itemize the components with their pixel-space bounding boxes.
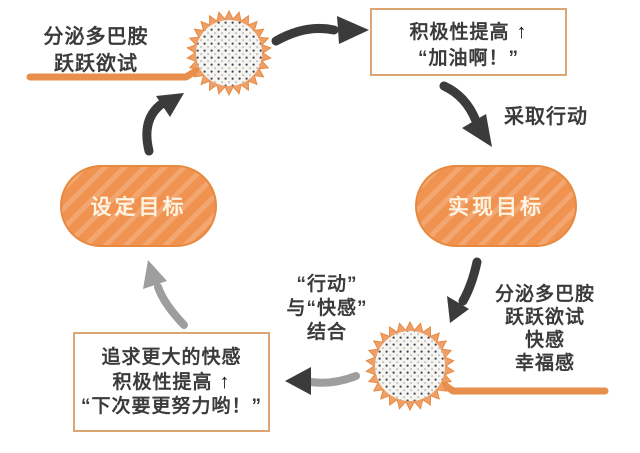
label-line: 分泌多巴胺 <box>494 284 595 305</box>
label-line: 跃跃欲试 <box>54 53 138 75</box>
box-line: 追求更大的快感 <box>101 347 242 368</box>
label-line: 与“快感” <box>286 298 368 319</box>
box-line: “下次要更努力哟！” <box>80 396 262 417</box>
node-label: 实现目标 <box>448 196 544 219</box>
arrow-burst-to-pursue-head <box>285 367 311 395</box>
dopamine-burst-top-core <box>196 20 262 86</box>
node-label: 设定目标 <box>90 196 187 219</box>
arrow-setgoal-to-burst-shaft <box>142 98 168 156</box>
label-dopamine-release-top: 分泌多巴胺 跃跃欲试 <box>16 24 176 78</box>
arrow-take-action-shaft <box>439 81 481 126</box>
arrow-setgoal-to-burst-head <box>156 93 184 117</box>
arrow-achieve-to-burst-shaft <box>458 257 482 306</box>
box-line: 积极性提高 ↑ <box>75 370 268 395</box>
box-line: 积极性提高 ↑ <box>372 19 565 46</box>
label-line: 结合 <box>306 322 347 343</box>
arrow-pursue-to-setgoal-head <box>143 260 167 289</box>
box-text: 积极性提高 <box>112 372 213 393</box>
dopamine-underline-bottom <box>432 375 609 395</box>
label-dopamine-release-bottom: 分泌多巴胺 跃跃欲试 快感 幸福感 <box>482 283 608 375</box>
arrow-achieve-to-burst-head <box>447 296 469 323</box>
arrow-burst-to-pursue-shaft <box>307 372 360 387</box>
label-line: “行动” <box>296 274 358 295</box>
up-arrow-icon: ↑ <box>219 371 231 393</box>
box-motivation-up: 积极性提高 ↑ “加油啊！” <box>370 8 567 76</box>
up-arrow-icon: ↑ <box>516 21 528 43</box>
dopamine-burst-bottom-core <box>375 331 445 401</box>
node-set-goal: 设定目标 <box>60 165 217 247</box>
arrow-take-action-head <box>462 114 492 147</box>
label-line: 快感 <box>524 330 565 351</box>
node-achieve-goal: 实现目标 <box>415 165 577 247</box>
label-line: 跃跃欲试 <box>504 307 585 328</box>
label-take-action: 采取行动 <box>504 106 588 128</box>
arrow-burst-to-cheer-shaft <box>271 23 339 46</box>
label-action-pleasure-combine: “行动” 与“快感” 结合 <box>268 273 386 345</box>
box-pursue-greater-pleasure: 追求更大的快感 积极性提高 ↑ “下次要更努力哟！” <box>73 332 270 432</box>
dopamine-underline-top <box>26 65 203 81</box>
arrow-burst-to-cheer-head <box>337 16 369 44</box>
label-line: 幸福感 <box>514 353 575 374</box>
box-text: 积极性提高 <box>409 22 510 43</box>
arrow-pursue-to-setgoal-shaft <box>154 283 188 329</box>
label-line: 分泌多巴胺 <box>43 26 149 48</box>
box-line: “加油啊！” <box>417 48 519 69</box>
